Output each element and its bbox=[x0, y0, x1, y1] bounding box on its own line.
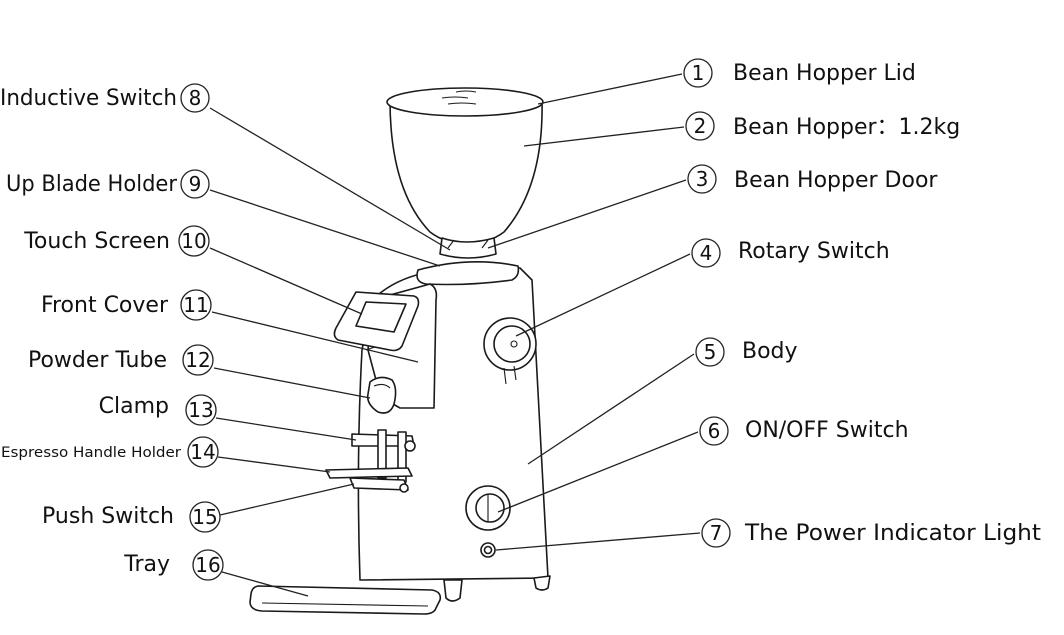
leader-line-8 bbox=[209, 107, 451, 251]
callout-label: Clamp bbox=[99, 394, 169, 419]
leader-line-11 bbox=[211, 311, 419, 363]
callout-14: Espresso Handle Holder 14 bbox=[1, 436, 219, 468]
callout-label: ON/OFF Switch bbox=[745, 418, 909, 443]
callout-3: 3 Bean Hopper Door bbox=[687, 164, 938, 194]
callout-label: Espresso Handle Holder bbox=[1, 445, 181, 461]
leader-line-9 bbox=[209, 189, 441, 267]
callout-number: 12 bbox=[185, 348, 210, 372]
callout-7: 7 The Power Indicator Light bbox=[701, 518, 1041, 548]
callout-number: 4 bbox=[700, 241, 713, 265]
bean-hopper bbox=[386, 87, 544, 259]
callout-label: Push Switch bbox=[42, 504, 174, 529]
callout-label: Body bbox=[742, 339, 798, 364]
callout-number: 15 bbox=[192, 505, 217, 529]
leader-line-2 bbox=[523, 126, 685, 147]
clamp-and-holder bbox=[325, 429, 416, 493]
leader-line-16 bbox=[221, 571, 309, 597]
leader-line-1 bbox=[537, 73, 683, 105]
callout-label: Up Blade Holder bbox=[6, 172, 178, 197]
callout-number: 11 bbox=[183, 293, 208, 317]
callout-number: 5 bbox=[704, 340, 717, 364]
callout-label: Bean Hopper Door bbox=[734, 168, 938, 193]
on-off-switch bbox=[465, 485, 511, 531]
leader-line-15 bbox=[219, 483, 355, 516]
callout-label: Bean Hopper：1.2kg bbox=[733, 115, 960, 140]
callout-label: Rotary Switch bbox=[738, 239, 890, 264]
callout-1: 1 Bean Hopper Lid bbox=[683, 58, 916, 88]
callout-12: Powder Tube 12 bbox=[28, 344, 214, 376]
leader-line-7 bbox=[495, 532, 701, 551]
leader-lines bbox=[209, 73, 701, 597]
touch-screen bbox=[333, 291, 420, 352]
leader-line-12 bbox=[213, 367, 371, 399]
power-indicator-light bbox=[480, 542, 496, 558]
callout-5: 5 Body bbox=[695, 337, 798, 367]
callout-15: Push Switch 15 bbox=[42, 501, 221, 533]
rotary-switch bbox=[483, 317, 537, 385]
callout-number: 7 bbox=[710, 521, 723, 545]
callout-number: 16 bbox=[195, 553, 220, 577]
leader-line-5 bbox=[527, 353, 695, 465]
callout-label: Powder Tube bbox=[28, 348, 167, 373]
powder-tube bbox=[366, 376, 397, 414]
callout-number: 6 bbox=[708, 419, 721, 443]
callout-11: Front Cover 11 bbox=[41, 289, 212, 321]
callout-2: 2 Bean Hopper：1.2kg bbox=[685, 111, 960, 141]
leader-line-6 bbox=[497, 431, 699, 513]
leader-line-13 bbox=[215, 417, 357, 441]
callout-label: Front Cover bbox=[41, 293, 169, 318]
callout-number: 1 bbox=[692, 61, 705, 85]
leader-line-10 bbox=[209, 247, 363, 315]
callout-number: 2 bbox=[694, 114, 707, 138]
callout-16: Tray 16 bbox=[123, 549, 224, 581]
callout-number: 13 bbox=[188, 398, 213, 422]
leader-line-14 bbox=[217, 456, 331, 473]
callout-6: 6 ON/OFF Switch bbox=[699, 416, 909, 446]
callout-number: 9 bbox=[189, 172, 202, 196]
leader-line-3 bbox=[487, 179, 687, 249]
callout-label: The Power Indicator Light bbox=[744, 521, 1041, 546]
grinder-illustration bbox=[249, 87, 551, 615]
callout-number: 8 bbox=[189, 86, 202, 110]
callout-number: 3 bbox=[696, 167, 709, 191]
callout-10: Touch Screen 10 bbox=[23, 225, 210, 257]
callout-13: Clamp 13 bbox=[99, 394, 217, 426]
tray bbox=[249, 585, 442, 615]
callout-8: Inductive Switch 8 bbox=[0, 83, 210, 113]
callout-label: Bean Hopper Lid bbox=[733, 61, 916, 86]
callout-label: Touch Screen bbox=[23, 229, 170, 254]
callout-9: Up Blade Holder 9 bbox=[6, 169, 210, 199]
callout-label: Inductive Switch bbox=[0, 86, 177, 111]
callout-label: Tray bbox=[123, 552, 170, 577]
callout-4: 4 Rotary Switch bbox=[691, 238, 890, 268]
leader-line-4 bbox=[515, 253, 691, 337]
callout-number: 14 bbox=[190, 440, 215, 464]
callout-number: 10 bbox=[181, 229, 206, 253]
